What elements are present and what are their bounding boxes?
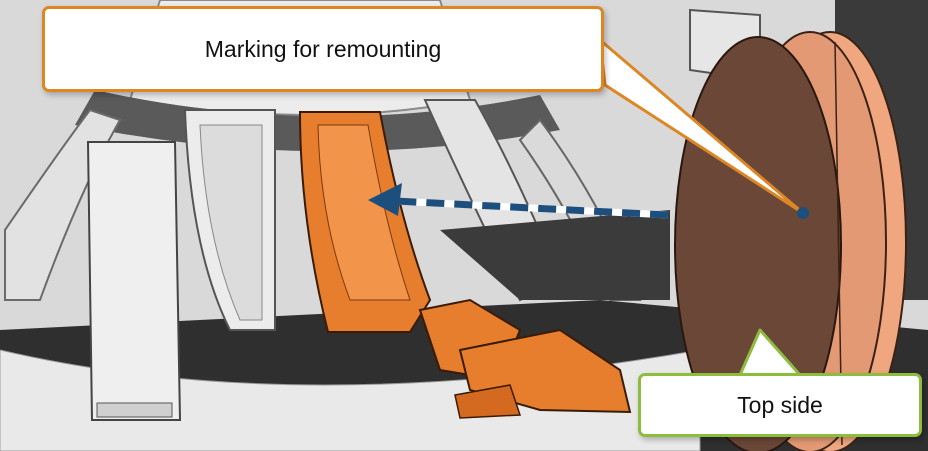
orange-part-3 [454,384,522,419]
top-side-callout-label: Top side [737,391,823,418]
orange-segment-face [317,124,411,301]
segment-left-inner-face [199,124,263,321]
interior-shadow [440,210,670,300]
top-side-callout: Top side [638,373,922,437]
dashed-arrow-icon [368,183,669,219]
front-block-base [96,402,173,418]
marker-dot-icon [797,207,809,219]
marking-callout: Marking for remounting [42,6,604,92]
marking-callout-label: Marking for remounting [204,35,442,62]
front-block [86,141,182,421]
